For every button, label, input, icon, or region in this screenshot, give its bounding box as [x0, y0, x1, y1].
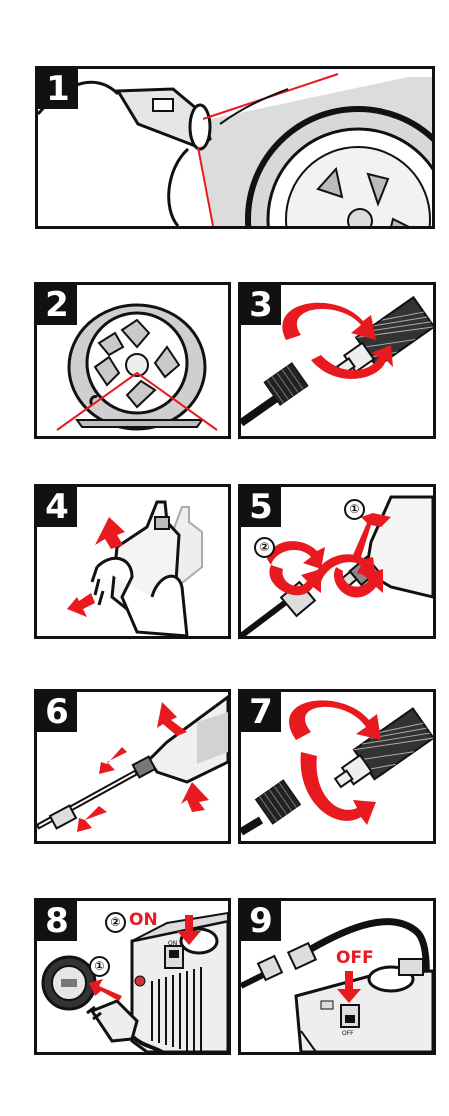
marker-2: ② — [105, 912, 126, 933]
step-8-panel: 8 ② ON ① ON — [34, 898, 231, 1055]
pointer-lines — [56, 371, 218, 431]
flow-arrow-1 — [99, 747, 127, 774]
step-9-illustration: OFF — [241, 918, 433, 1052]
step-5-panel: 5 ① ② — [238, 484, 436, 639]
sealant-bottle — [147, 695, 228, 784]
step-number: 3 — [241, 285, 281, 325]
step-1-panel: 1 — [35, 66, 435, 229]
switch-arrow — [337, 971, 361, 1003]
rim — [285, 146, 431, 226]
power-plug — [89, 999, 139, 1043]
step-8-illustration: ON — [41, 911, 228, 1052]
step-number: 1 — [38, 69, 78, 109]
step-7-panel: 7 — [238, 689, 436, 844]
switch-print: OFF — [342, 1030, 354, 1037]
marker-2: ② — [254, 537, 275, 558]
step-3-panel: 3 — [238, 282, 436, 439]
step-2-illustration — [56, 303, 218, 431]
squeeze-arrow-bottom — [181, 782, 209, 812]
step-9-panel: 9 OFF OFF — [238, 898, 436, 1055]
step-number: 7 — [241, 692, 281, 732]
hand — [167, 147, 190, 226]
power-cable — [130, 1034, 164, 1052]
step-number: 8 — [37, 901, 77, 941]
step-6-panel: 6 — [34, 689, 231, 844]
switch-arrow — [177, 915, 201, 945]
rotate-arrow-2 — [269, 565, 321, 596]
switch-print: ON — [168, 940, 177, 947]
step-number: 6 — [37, 692, 77, 732]
flow-arrow-2 — [77, 806, 107, 832]
step-number: 5 — [241, 487, 281, 527]
step-4-illustration — [67, 500, 203, 636]
step-6-illustration — [37, 695, 228, 832]
shake-arrow-down — [67, 593, 95, 617]
step-2-panel: 2 — [34, 282, 231, 439]
step-number: 2 — [37, 285, 77, 325]
step-5-illustration — [241, 495, 433, 636]
step-1-illustration — [38, 73, 432, 226]
marker-1: ① — [89, 956, 110, 977]
off-label: OFF — [336, 948, 374, 968]
step-3-illustration — [241, 295, 433, 427]
step-7-illustration — [241, 700, 433, 836]
flashlight — [115, 87, 212, 149]
step-number: 9 — [241, 901, 281, 941]
hand — [95, 556, 189, 636]
rotate-arrow — [282, 302, 376, 340]
on-label: ON — [129, 910, 158, 930]
hose-connector — [263, 362, 309, 406]
lift-arrow-1 — [353, 513, 391, 557]
plug-in-arrow — [89, 979, 122, 1001]
hose — [241, 391, 284, 427]
rotate-arrow — [289, 700, 381, 740]
hose — [241, 816, 264, 836]
shake-arrow-up — [95, 517, 125, 549]
step-4-panel: 4 — [34, 484, 231, 639]
squeeze-arrow-top — [157, 702, 187, 736]
hose — [241, 599, 288, 636]
step-number: 4 — [37, 487, 77, 527]
marker-1: ① — [344, 499, 365, 520]
